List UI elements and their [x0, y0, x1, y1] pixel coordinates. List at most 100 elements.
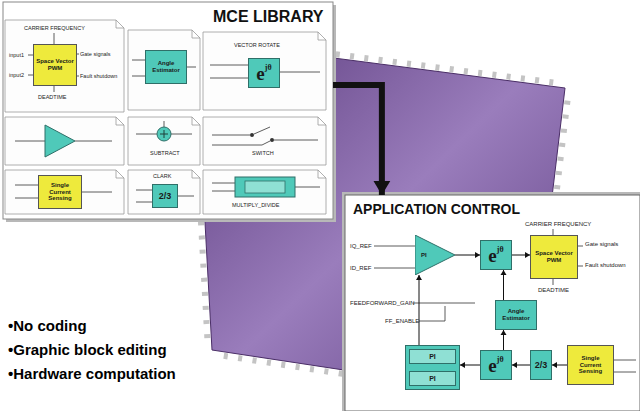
text-group: MCE LIBRARY: [213, 8, 324, 26]
library-card: [128, 117, 200, 165]
exponent-power: jθ: [497, 246, 504, 254]
library-card: [5, 20, 124, 112]
block-label: PI: [409, 349, 456, 364]
signal-wire: [212, 183, 235, 184]
text-group: 2/3: [159, 191, 172, 201]
chip-pin: [478, 70, 483, 76]
block-caption: SUBTRACT: [150, 150, 180, 156]
signal-label: Fault shutdown: [80, 73, 117, 79]
pwm-block: Single Current Sensing: [567, 345, 614, 385]
text-group: PI PI: [409, 349, 456, 386]
chip-pin: [535, 77, 540, 83]
chip-pin: [266, 360, 271, 366]
arrowhead: [460, 362, 465, 368]
text-group: APPLICATION CONTROL: [353, 201, 520, 217]
signal-wire: [54, 86, 55, 92]
text-group: Single Current Sensing: [570, 355, 611, 376]
block-label: Single Current Sensing: [41, 182, 79, 203]
library-card: [128, 170, 200, 214]
text-group: PI: [421, 252, 427, 259]
block-label: Space Vector PWM: [533, 250, 575, 264]
pwm-block: Space Vector PWM: [530, 235, 578, 279]
signal-wire: [75, 141, 112, 142]
chip-pin: [200, 249, 206, 253]
block-label: PI: [409, 371, 456, 386]
switch-contact: [250, 133, 254, 137]
block-label: Angle Estimator: [148, 60, 184, 74]
chip-pin: [506, 74, 511, 80]
chip-pin: [202, 292, 208, 296]
exponent-base: e: [488, 246, 496, 265]
signal-wire: [274, 140, 318, 141]
library-card: [203, 32, 326, 110]
text-group: ejθ: [488, 356, 503, 375]
signal-wire: [212, 191, 235, 192]
signal-wire: [413, 303, 475, 304]
library-card: [203, 170, 326, 214]
function-block: 2/3: [152, 184, 178, 208]
chip-pin: [435, 64, 440, 70]
pwm-block: Space Vector PWM: [33, 44, 77, 86]
amplifier-shape: [415, 235, 455, 275]
signal-wire: [15, 141, 45, 142]
chip-pin: [421, 63, 426, 69]
library-panel: [3, 2, 333, 219]
chip-pin: [295, 364, 300, 370]
block-caption: VECTOR ROTATE: [234, 42, 280, 48]
chip-pin: [201, 278, 207, 282]
signal-wire: [171, 134, 192, 135]
block-caption: MULTIPLY_DIVIDE: [232, 202, 279, 208]
library-card: [203, 117, 326, 165]
summing-symbol: [157, 127, 171, 141]
diagram-panel: MCE LIBRARY Space Vector PWM Angle Estimat…: [3, 2, 333, 219]
signal-wire: [374, 268, 415, 269]
signal-wire: [178, 196, 194, 197]
text-group: Single Current Sensing: [41, 182, 79, 203]
signal-wire: [212, 135, 250, 136]
arrowhead: [552, 362, 557, 368]
chip-pin: [520, 76, 525, 82]
chip-pin: [252, 358, 257, 364]
panel-title: APPLICATION CONTROL: [353, 201, 520, 217]
signal-connector: [501, 270, 507, 300]
text-group: Angle Estimator: [148, 60, 184, 74]
block-label: Angle Estimator: [498, 308, 534, 322]
chip-pin: [407, 61, 412, 67]
chip-pin: [558, 157, 564, 162]
signal-connector: [455, 252, 480, 258]
library-card: [128, 30, 200, 110]
signal-connector: [460, 362, 480, 368]
signal-wire: [15, 198, 38, 199]
panel-shadow: [342, 192, 640, 411]
signal-wire: [132, 60, 145, 61]
block-label: 2/3: [159, 191, 172, 201]
text-group: Angle Estimator: [498, 308, 534, 322]
signal-label: Fault shutdown: [585, 262, 626, 269]
function-block: Angle Estimator: [145, 50, 187, 84]
signal-label: IQ_REF: [350, 243, 372, 250]
signal-wire: [15, 185, 38, 186]
exponent-power: jθ: [497, 356, 504, 364]
signal-label: DEADTIME: [38, 94, 66, 100]
chip-pin: [378, 57, 383, 63]
multiply-divide-inner: [245, 181, 285, 193]
block-caption: SWITCH: [252, 150, 274, 156]
chip-pin: [199, 235, 205, 239]
chip-pin: [492, 72, 497, 78]
exponent-base: e: [256, 64, 264, 83]
chip-pin: [449, 66, 454, 72]
signal-connector: [552, 362, 567, 368]
text-group: Space Vector PWM: [533, 250, 575, 264]
chip-pin: [559, 142, 565, 147]
chip-pin: [364, 55, 369, 61]
signal-wire: [612, 372, 636, 373]
block-label: Space Vector PWM: [36, 58, 74, 72]
signal-label: CARRIER FREQUENCY: [525, 221, 591, 228]
signal-wire: [136, 190, 152, 191]
signal-connector: [333, 85, 390, 195]
text-group: ejθ: [256, 64, 271, 83]
signal-wire: [164, 121, 165, 127]
arrowhead: [416, 275, 422, 280]
feature-bullet: •No coding: [8, 318, 87, 335]
